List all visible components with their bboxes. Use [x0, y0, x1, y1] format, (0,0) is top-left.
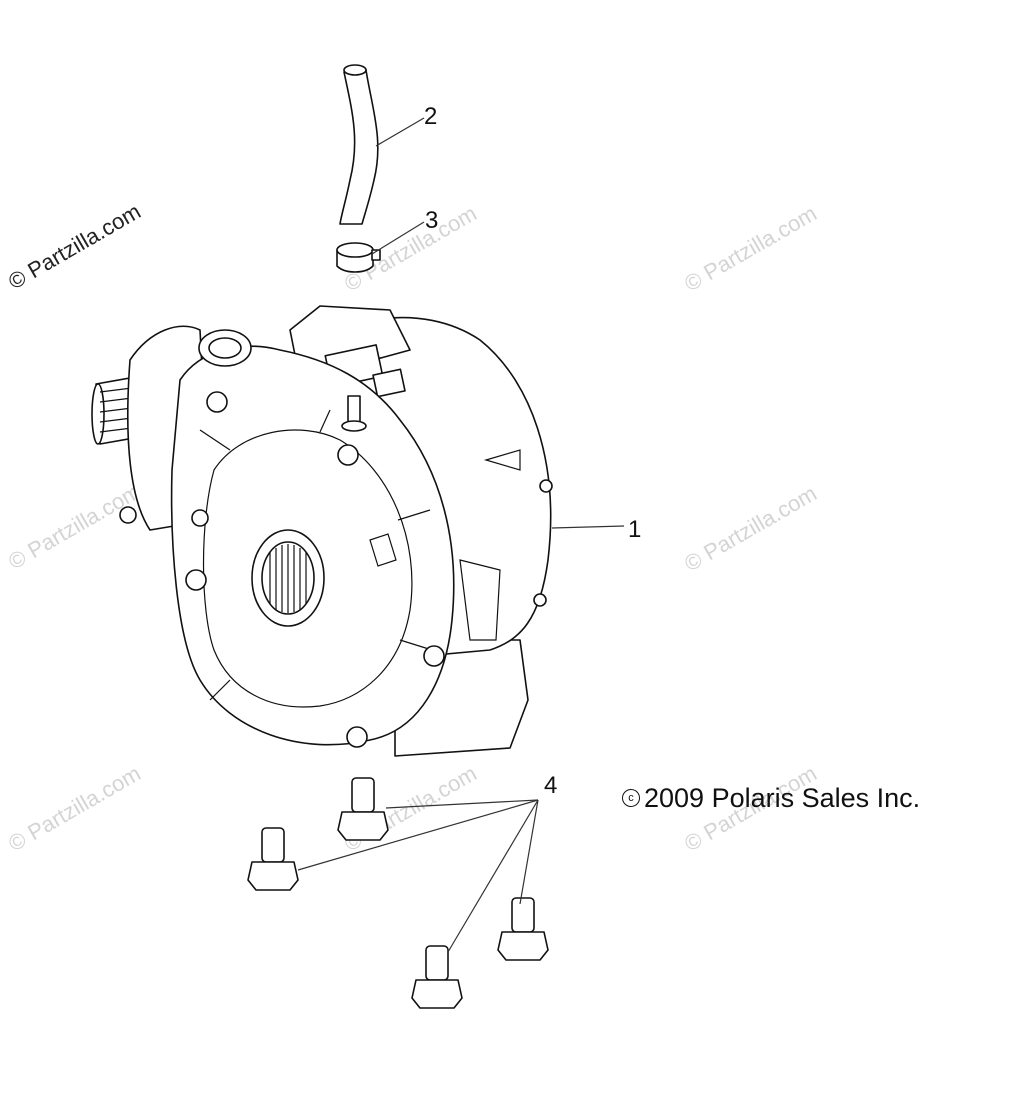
callout-part-1: 1	[628, 516, 641, 543]
vent-hose-part-2	[339, 64, 379, 225]
bolt	[247, 827, 299, 891]
bolt	[411, 945, 463, 1009]
watermark: © Partzilla.com	[4, 761, 145, 857]
watermark: © Partzilla.com	[680, 201, 821, 297]
bolt	[497, 897, 549, 961]
watermark: © Partzilla.com	[680, 481, 821, 577]
bolt	[337, 777, 389, 841]
callout-part-4: 4	[544, 772, 557, 799]
case-bolts	[119, 391, 553, 748]
watermark: © Partzilla.com	[4, 479, 145, 575]
hose-clamp-part-3	[336, 242, 381, 273]
leader-lines	[297, 117, 625, 953]
callout-part-3: 3	[425, 207, 438, 234]
gearcase-part-1	[91, 305, 553, 757]
callout-part-2: 2	[424, 103, 437, 130]
copyright-icon: c	[622, 788, 640, 807]
watermark: © Partzilla.com	[4, 199, 145, 295]
bolts-part-4	[247, 777, 549, 1009]
copyright-text: 2009 Polaris Sales Inc.	[644, 783, 921, 813]
